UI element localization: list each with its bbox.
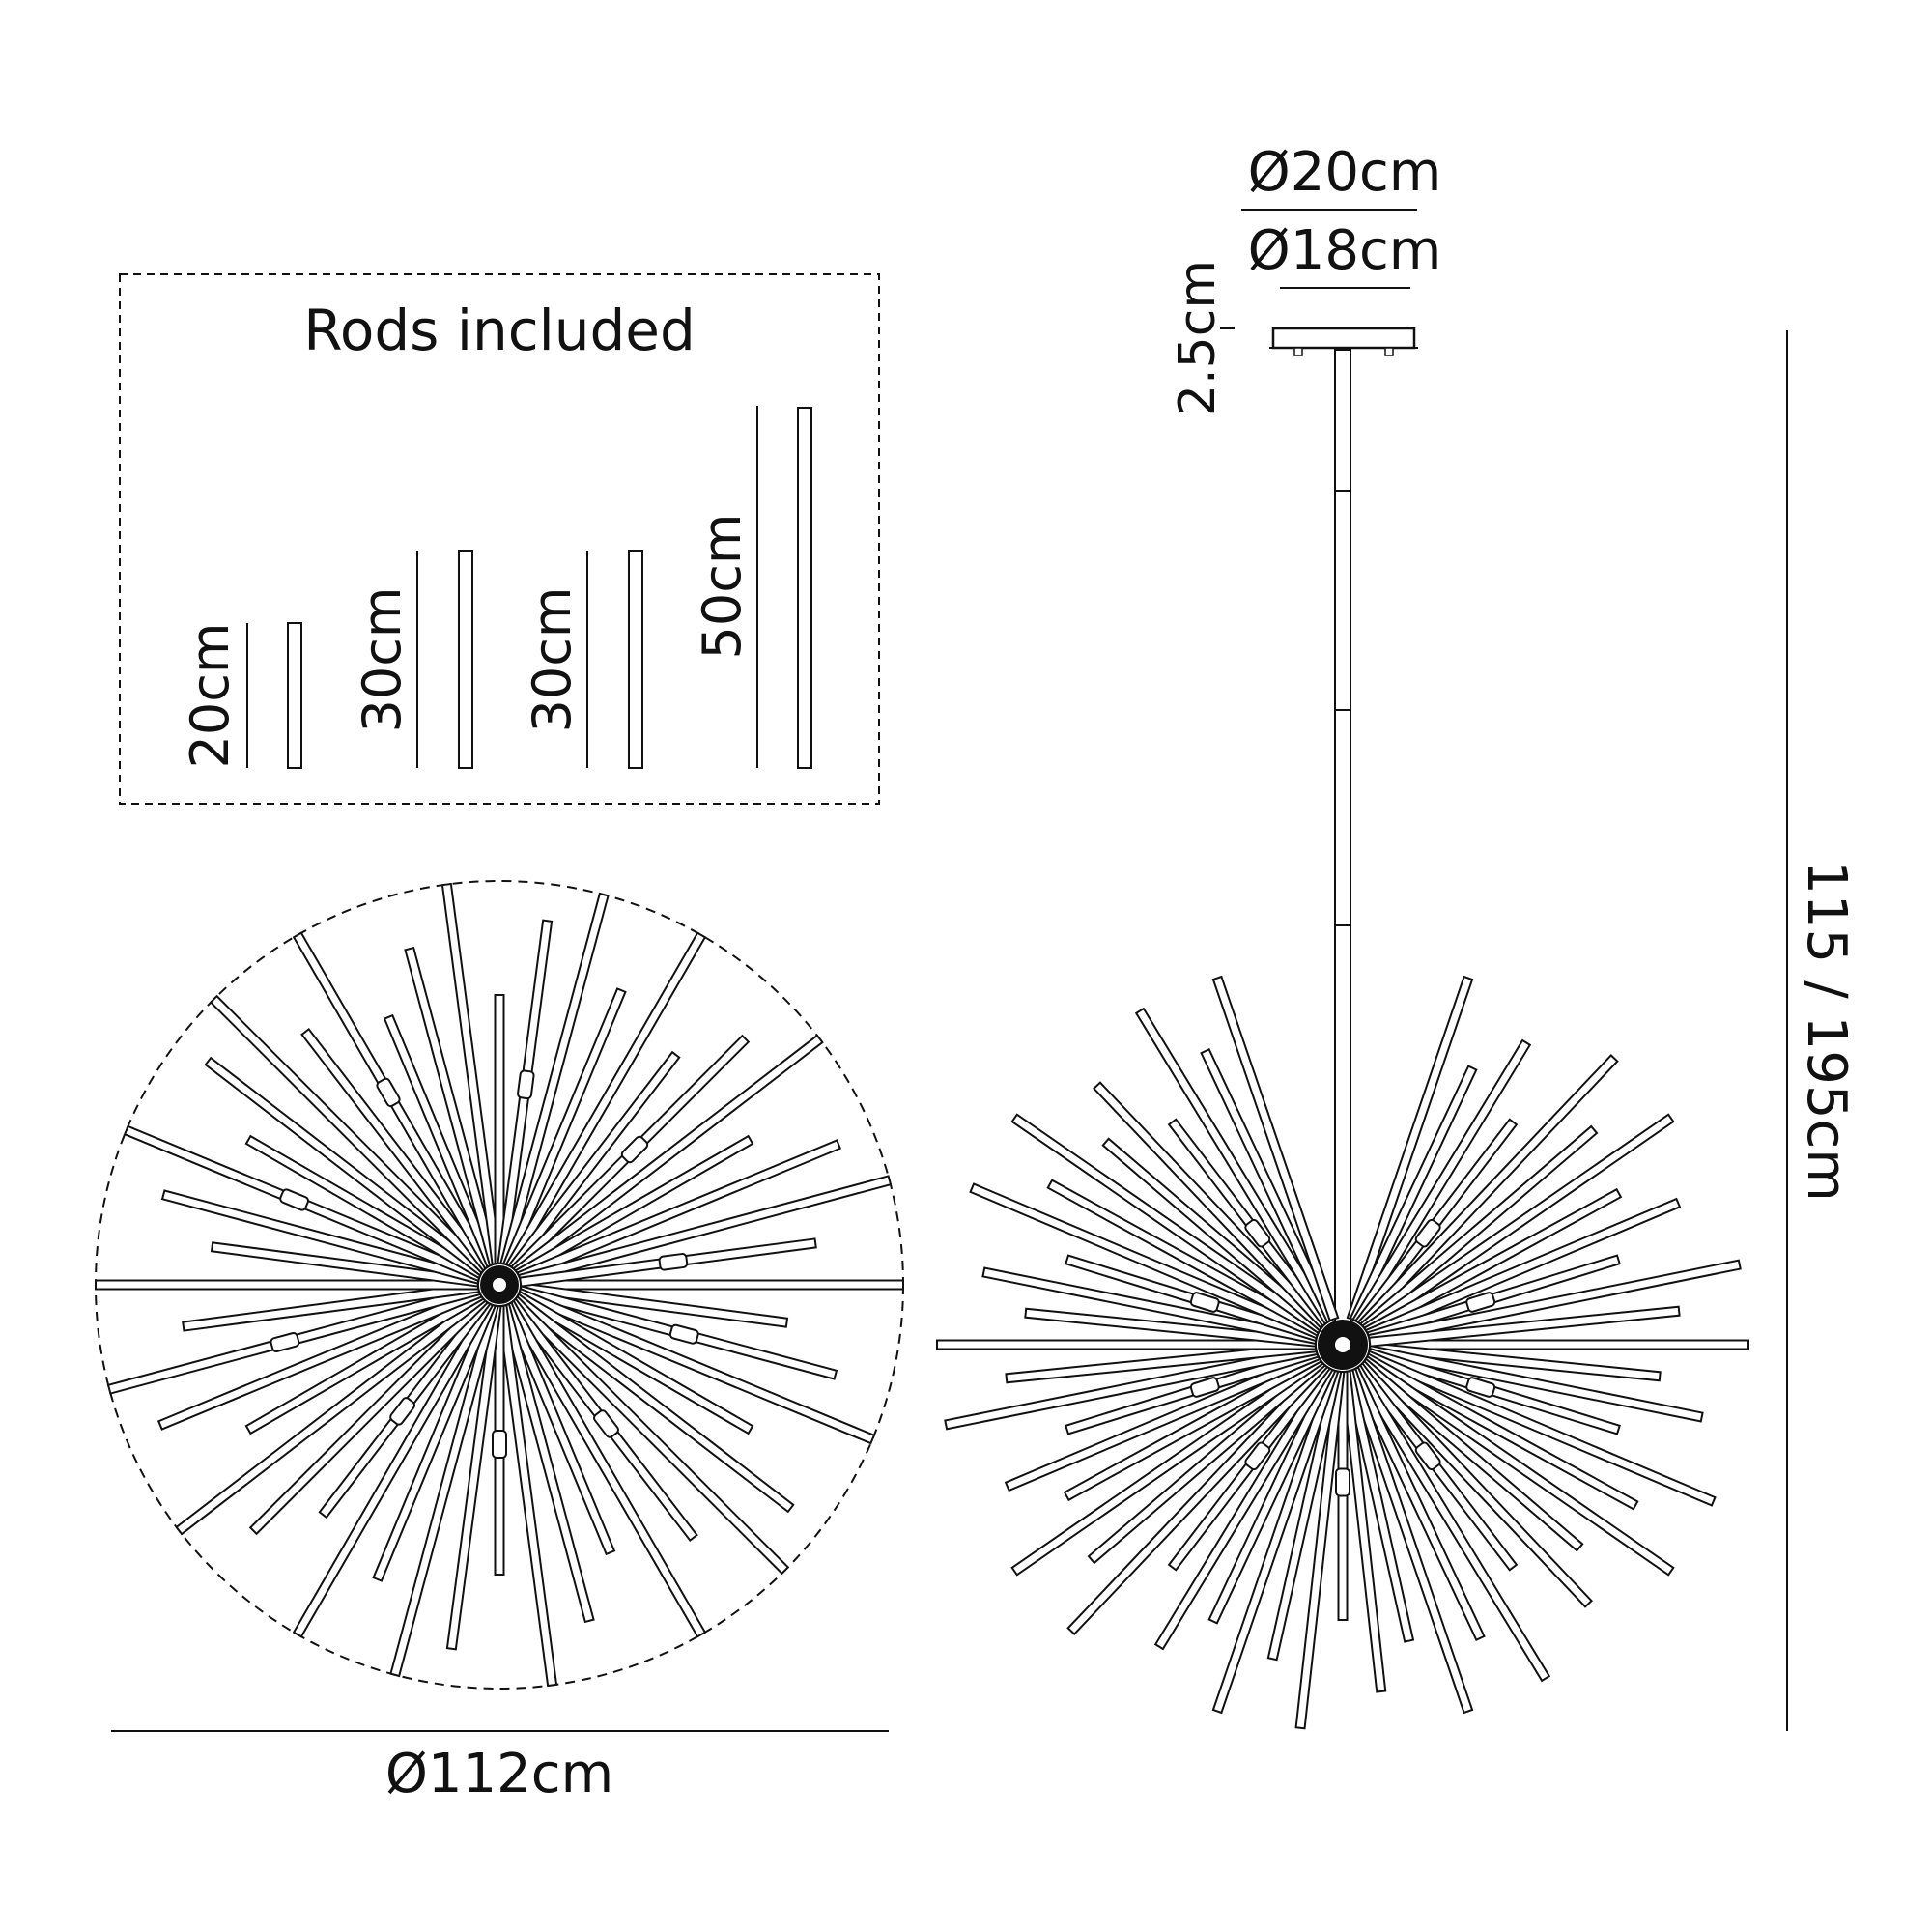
plan-lamp-holder [492, 1430, 507, 1459]
side-lamp-holder [1189, 1292, 1220, 1313]
plan-rod [209, 994, 489, 1274]
plan-rod [95, 1279, 479, 1291]
canopy-inner-diameter-label: Ø18cm [1248, 219, 1442, 282]
side-rod [1368, 1305, 1681, 1348]
side-lamp-holder [1414, 1441, 1441, 1471]
side-lamp-holder [1465, 1292, 1496, 1313]
side-view-hub-center [1335, 1337, 1350, 1352]
plan-view-rods [95, 882, 904, 1688]
side-lamp-holder [1189, 1377, 1220, 1398]
canopy-depth-label: 2.5cm [1169, 260, 1227, 416]
height-label: 115 / 195cm [1795, 860, 1858, 1202]
plan-rod [520, 1279, 904, 1291]
plan-lamp-holder [517, 1069, 535, 1100]
side-lamp-holder [1244, 1441, 1271, 1471]
rod-2-length-label: 30cm [352, 586, 412, 732]
plan-lamp-holder [668, 1323, 699, 1345]
rod-1-length-label: 20cm [180, 622, 241, 768]
canopy-outer-diameter-label: Ø20cm [1248, 141, 1442, 204]
side-view: Ø20cm Ø18cm 2.5cm 115 / 195cm [936, 141, 1858, 1731]
side-rod [1211, 975, 1340, 1322]
plan-rod [248, 1295, 489, 1536]
plan-lamp-holder [279, 1188, 309, 1211]
side-rod [1369, 1339, 1749, 1350]
rods-included-panel: Rods included 20cm 30cm 30cm 50cm [119, 273, 880, 805]
side-lamp-holder [1335, 1467, 1350, 1497]
plan-view-hub-center [493, 1278, 506, 1292]
canopy-screw-left [1293, 347, 1303, 356]
rod-3-length-label: 30cm [522, 586, 582, 732]
side-view-rods [936, 975, 1749, 1730]
rods-panel-title: Rods included [303, 298, 696, 363]
plan-lamp-holder [658, 1253, 689, 1271]
side-lamp-holder [1414, 1218, 1441, 1248]
side-lamp-holder [1465, 1377, 1496, 1398]
plan-rod [510, 1295, 790, 1576]
side-lamp-holder [1244, 1218, 1271, 1248]
side-rod [936, 1339, 1317, 1350]
side-rod [1134, 1007, 1334, 1325]
plan-lamp-holder [620, 1135, 649, 1164]
rod-1 [287, 622, 302, 769]
ceiling-canopy [1271, 327, 1416, 350]
plan-lamp-holder [376, 1077, 401, 1108]
rod-3 [628, 550, 643, 769]
canopy-screw-right [1384, 347, 1394, 356]
plan-lamp-holder [270, 1332, 300, 1352]
rod-4 [797, 407, 812, 769]
suspension-rod [1334, 349, 1351, 1344]
plan-view: Ø112cm [95, 880, 904, 1805]
rod-2 [458, 550, 473, 769]
rods-panel-border [119, 273, 880, 805]
plan-diameter-label: Ø112cm [385, 1743, 613, 1805]
rod-4-length-label: 50cm [692, 513, 753, 659]
plan-lamp-holder [389, 1397, 416, 1426]
plan-lamp-holder [593, 1409, 619, 1438]
